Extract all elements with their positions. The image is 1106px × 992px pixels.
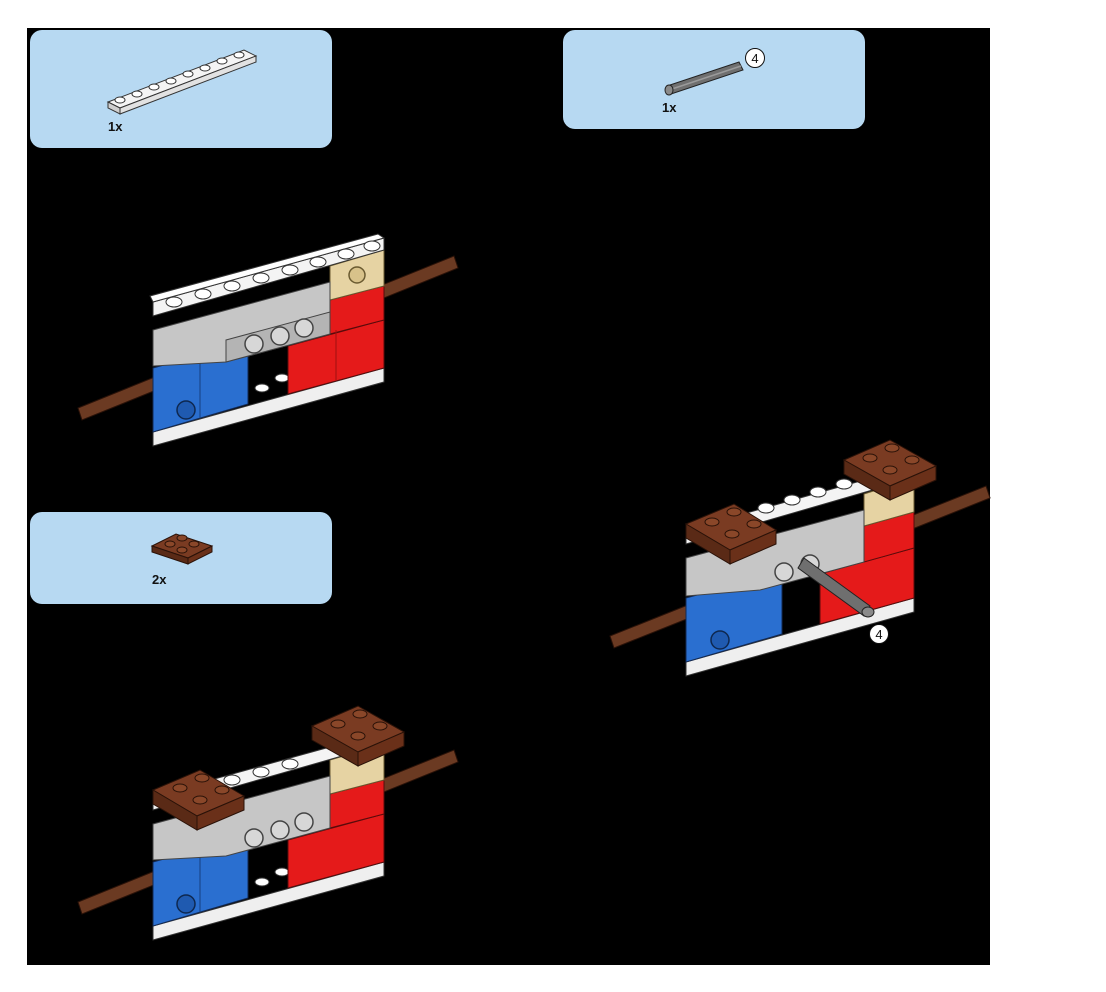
white-plate-1x8-icon	[106, 49, 258, 115]
parts-callout-axle: 4 1x	[563, 30, 865, 129]
parts-callout-plate-2x2: 2x	[30, 512, 332, 604]
parts-callout-plate-1x8: 1x	[30, 30, 332, 148]
axle-4-icon	[664, 61, 744, 96]
axle-length-badge: 4	[745, 48, 765, 68]
qty-label: 1x	[108, 119, 123, 134]
brown-plate-2x2-icon	[150, 533, 214, 565]
qty-label: 2x	[152, 572, 167, 587]
axle-length-callout: 4	[869, 624, 889, 644]
qty-label: 1x	[662, 100, 677, 115]
